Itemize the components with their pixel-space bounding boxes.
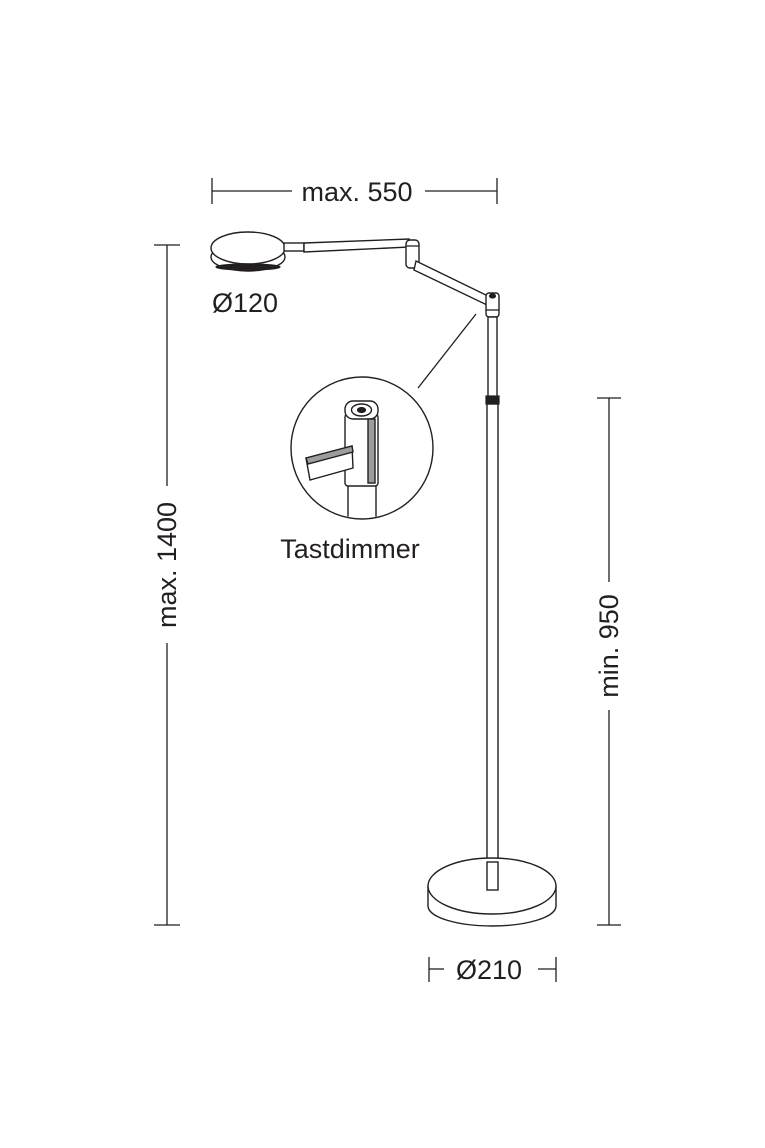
- base-diameter-dimension: Ø210: [428, 955, 557, 985]
- lamp-base: [427, 857, 557, 927]
- detail-leader-line: [417, 313, 477, 389]
- total-height-label: max. 1400: [152, 502, 182, 628]
- arm-reach-label: max. 550: [301, 177, 412, 207]
- head-diameter-label: Ø120: [212, 288, 278, 318]
- tastdimmer-label: Tastdimmer: [280, 534, 420, 564]
- base-diameter-label: Ø210: [456, 955, 522, 985]
- tastdimmer-detail: [290, 376, 434, 520]
- min-height-label: min. 950: [594, 594, 624, 698]
- arm-reach-dimension: max. 550: [211, 177, 498, 207]
- total-height-dimension: max. 1400: [152, 244, 182, 926]
- lamp-lower-arm: [413, 259, 489, 307]
- pole-top-joint: [485, 292, 500, 318]
- lamp-upper-arm: [303, 238, 420, 269]
- min-height-dimension: min. 950: [594, 397, 624, 926]
- lamp-pole: [485, 316, 500, 891]
- lamp-head: [210, 231, 305, 272]
